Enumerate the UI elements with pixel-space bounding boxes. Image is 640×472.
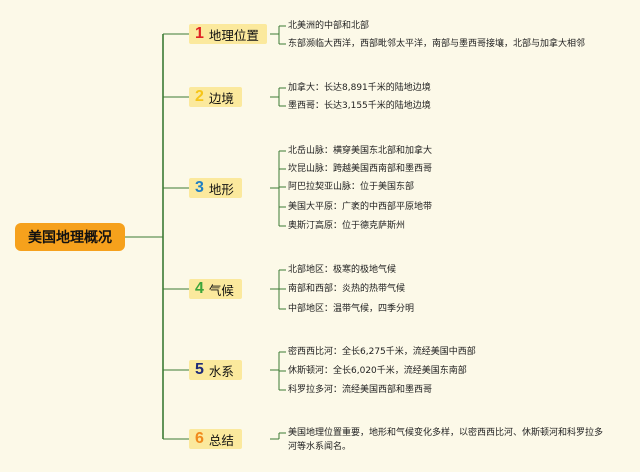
leaf-text: 阿巴拉契亚山脉：位于美国东部 — [288, 182, 415, 192]
branch-label: 总结 — [208, 432, 234, 448]
leaf-text: 坎昆山脉：跨越美国西南部和墨西哥 — [288, 164, 433, 174]
branch-number: 3 — [195, 179, 204, 196]
branch-label: 边境 — [208, 90, 234, 106]
branch-label: 地形 — [208, 181, 234, 197]
leaf-text: 奥斯汀高原：位于德克萨斯州 — [288, 221, 406, 231]
branch-label: 水系 — [208, 363, 234, 379]
leaf-text: 中部地区：温带气候，四季分明 — [288, 304, 415, 314]
branch-label: 地理位置 — [208, 27, 259, 43]
leaf-text: 科罗拉多河：流经美国西部和墨西哥 — [288, 385, 433, 395]
leaf-text: 密西西比河：全长6,275千米，流经美国中西部 — [288, 347, 476, 357]
branch-number: 5 — [195, 361, 204, 378]
root-node: 美国地理概况 — [15, 223, 125, 251]
branch-number: 1 — [195, 25, 204, 42]
branch-number: 6 — [195, 430, 204, 447]
leaf-text: 休斯顿河：全长6,020千米，流经美国东南部 — [288, 366, 467, 376]
leaf-text: 东部濒临大西洋，西部毗邻太平洋，南部与墨西哥接壤，北部与加拿大相邻 — [288, 39, 586, 49]
leaf-text: 北美洲的中部和北部 — [288, 21, 370, 31]
leaf-text: 北岳山脉：横穿美国东北部和加拿大 — [288, 146, 433, 156]
leaf-text: 北部地区：极寒的极地气候 — [288, 265, 397, 275]
root-label: 美国地理概况 — [28, 230, 112, 246]
leaf-text: 美国地理位置重要，地形和气候变化多样，以密西西比河、休斯顿河和科罗拉多河等水系闻… — [288, 428, 604, 452]
branch-label: 气候 — [208, 282, 234, 298]
leaf-text: 墨西哥：长达3,155千米的陆地边境 — [288, 101, 431, 111]
leaf-text: 加拿大：长达8,891千米的陆地边境 — [288, 83, 431, 93]
branch-number: 4 — [195, 280, 204, 297]
branch-number: 2 — [195, 88, 204, 105]
leaf-text: 南部和西部：炎热的热带气候 — [288, 284, 406, 294]
leaf-text: 美国大平原：广袤的中西部平原地带 — [288, 202, 433, 212]
